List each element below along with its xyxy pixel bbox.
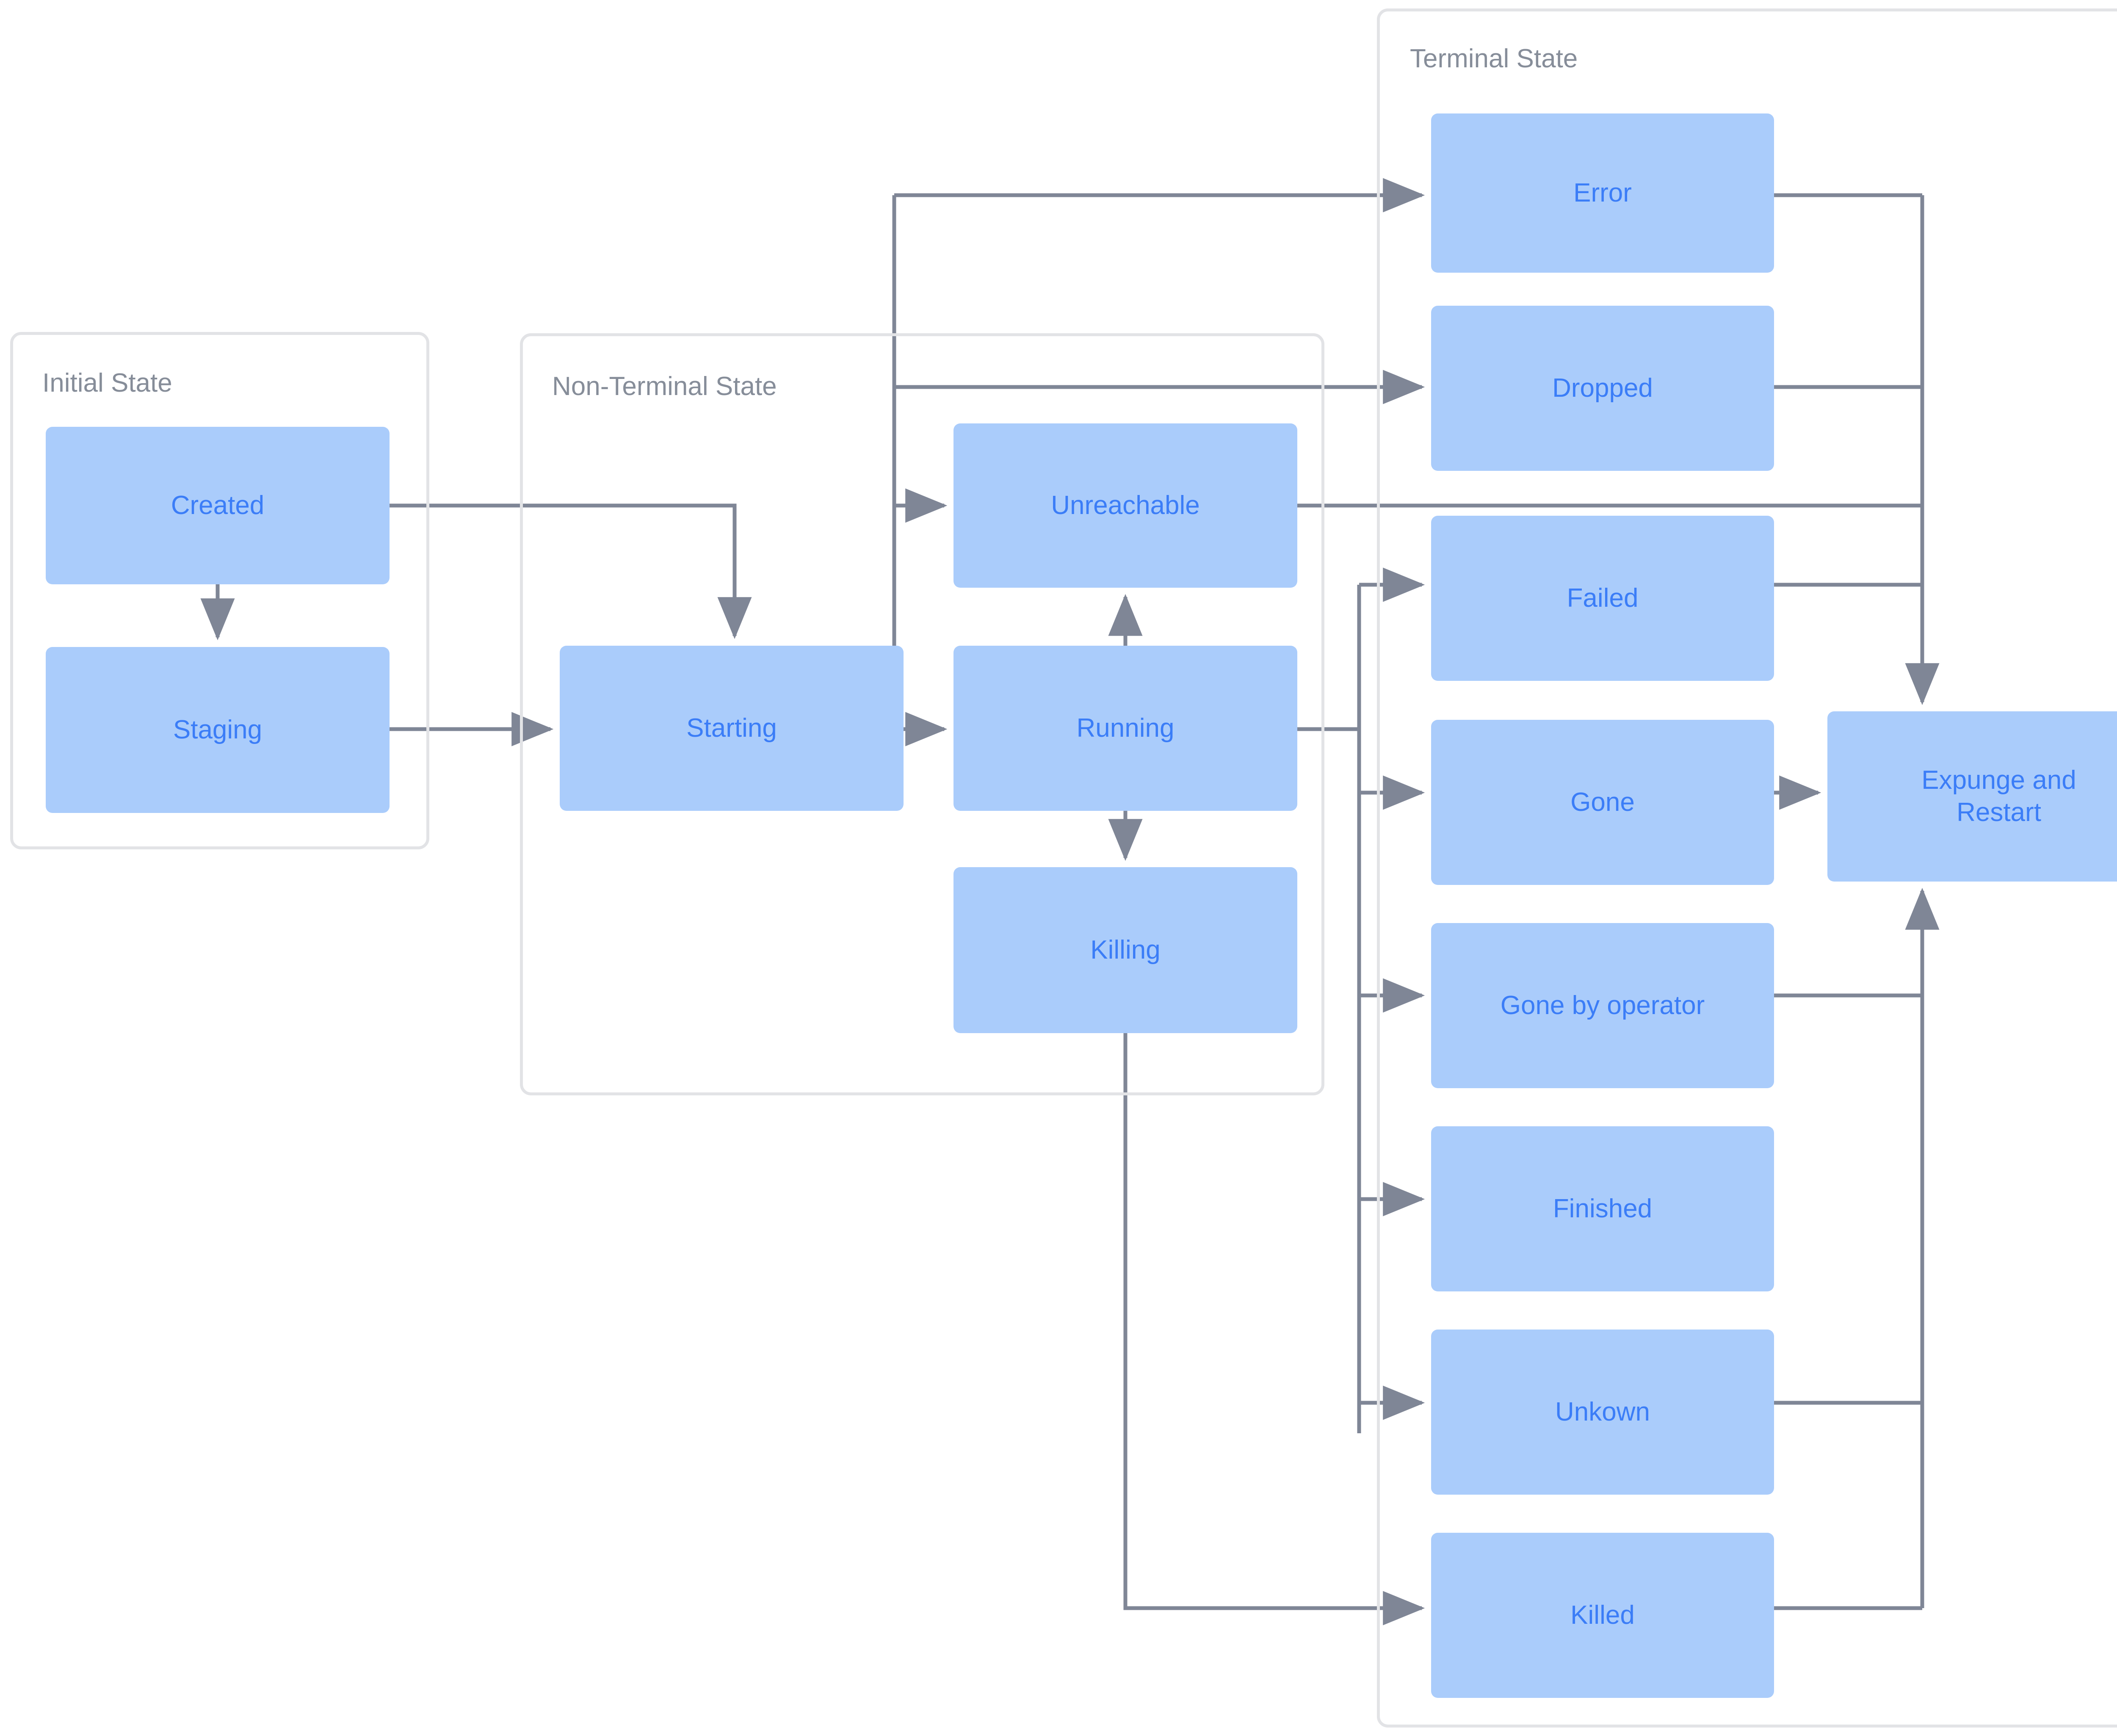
node-gone-label: Gone (1570, 788, 1635, 817)
node-unreachable[interactable]: Unreachable (953, 423, 1297, 588)
node-dropped-label: Dropped (1552, 373, 1653, 403)
group-non-terminal-state (520, 333, 1324, 1095)
node-expunge-and-restart-label: Expunge and Restart (1921, 766, 2076, 827)
node-failed[interactable]: Failed (1431, 516, 1774, 681)
node-unreachable-label: Unreachable (1051, 491, 1200, 520)
node-starting[interactable]: Starting (560, 646, 904, 811)
node-finished[interactable]: Finished (1431, 1126, 1774, 1291)
node-starting-label: Starting (686, 713, 777, 743)
group-terminal-state (1377, 8, 2117, 1728)
node-gone-by-operator-label: Gone by operator (1500, 991, 1705, 1020)
node-killing[interactable]: Killing (953, 867, 1297, 1033)
node-created[interactable]: Created (46, 427, 390, 584)
node-unkown-label: Unkown (1555, 1397, 1650, 1427)
node-error[interactable]: Error (1431, 113, 1774, 273)
node-killed-label: Killed (1570, 1601, 1635, 1630)
node-running-label: Running (1076, 713, 1175, 743)
node-unkown[interactable]: Unkown (1431, 1330, 1774, 1495)
node-running[interactable]: Running (953, 646, 1297, 811)
node-gone[interactable]: Gone (1431, 720, 1774, 885)
node-killed[interactable]: Killed (1431, 1533, 1774, 1698)
group-initial-state (10, 332, 429, 849)
node-staging-label: Staging (173, 715, 263, 745)
node-gone-by-operator[interactable]: Gone by operator (1431, 923, 1774, 1088)
node-created-label: Created (171, 491, 265, 520)
group-initial-state-label: Initial State (42, 368, 172, 398)
node-error-label: Error (1573, 178, 1632, 208)
node-finished-label: Finished (1553, 1194, 1653, 1224)
group-terminal-state-label: Terminal State (1410, 44, 1578, 73)
node-staging[interactable]: Staging (46, 647, 390, 813)
node-failed-label: Failed (1567, 583, 1639, 613)
node-dropped[interactable]: Dropped (1431, 306, 1774, 471)
node-killing-label: Killing (1090, 935, 1161, 965)
node-expunge-and-restart[interactable]: Expunge and Restart (1827, 711, 2117, 882)
group-non-terminal-state-label: Non-Terminal State (552, 372, 777, 401)
